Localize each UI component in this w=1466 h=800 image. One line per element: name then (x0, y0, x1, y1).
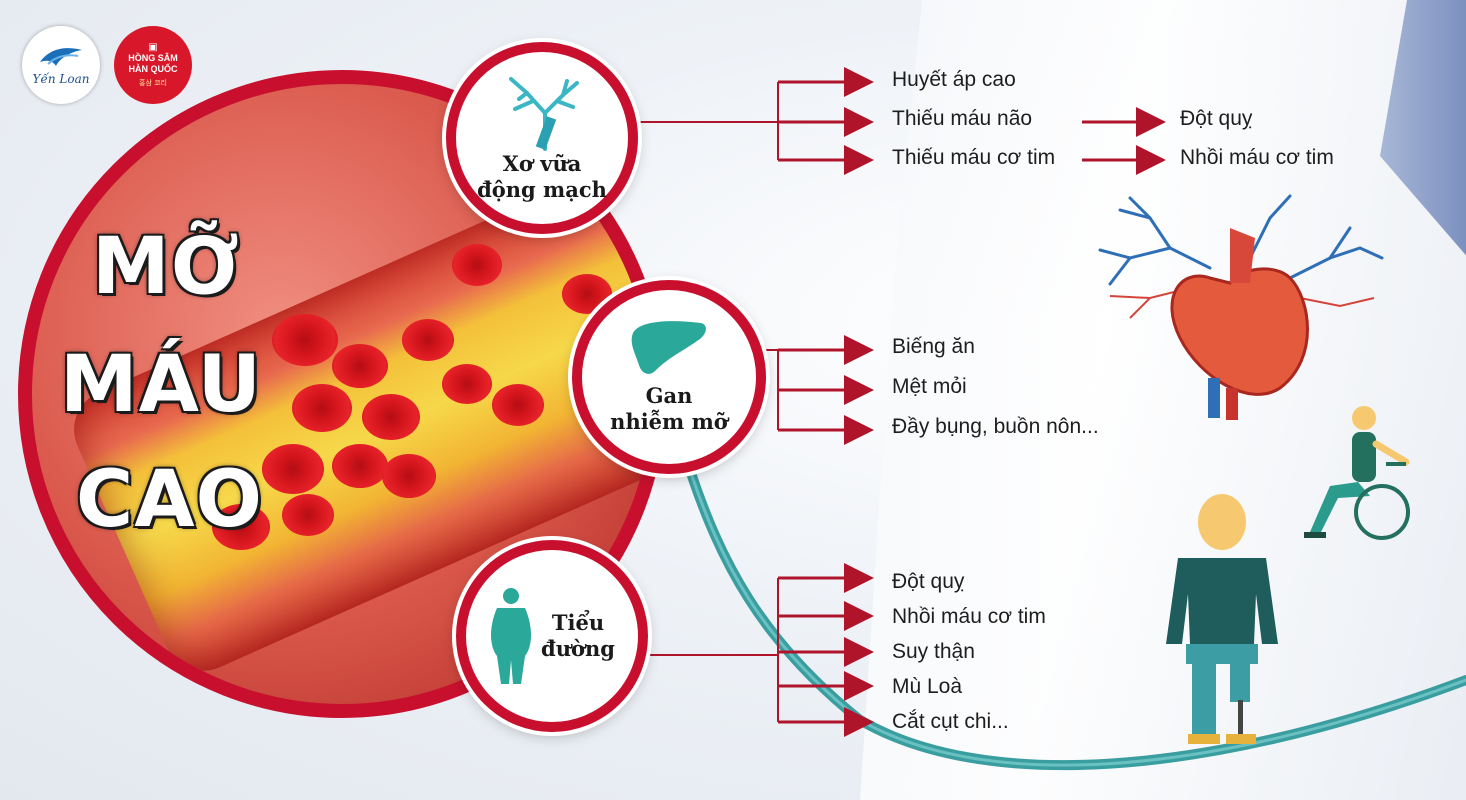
effect-heart-attack-result: Nhồi máu cơ tim (1180, 146, 1334, 169)
effect-stroke: Đột quỵ (892, 570, 965, 593)
effect-fatigue: Mệt mỏi (892, 375, 967, 398)
node-fatty-liver-label-1: Gan (645, 382, 693, 408)
wheelchair-person-icon (1304, 406, 1410, 540)
node-fatty-liver-label-2: nhiễm mỡ (610, 409, 728, 434)
red-blood-cell (272, 314, 338, 366)
hong-sam-logo: ▣ HỒNG SÂM HÀN QUỐC 홍삼 코리 (114, 26, 192, 104)
obese-person-icon (491, 588, 532, 684)
korea-flag-icon: ▣ (148, 42, 158, 54)
liver-icon (631, 320, 706, 374)
title-line-3: CAO (76, 455, 263, 545)
red-blood-cell (362, 394, 420, 440)
amputee-person-icon (1166, 494, 1278, 744)
red-blood-cell (282, 494, 334, 536)
red-blood-cell (332, 444, 388, 488)
red-blood-cell (442, 364, 492, 404)
node-diabetes-label-1: Tiểu (551, 609, 605, 635)
effect-myocardial-ischemia: Thiếu máu cơ tim (892, 146, 1056, 169)
ginseng-label-2: HÀN QUỐC (128, 64, 178, 74)
ginseng-label-1: HỒNG SÂM (128, 53, 178, 64)
red-blood-cell (212, 504, 270, 550)
effect-heart-attack: Nhồi máu cơ tim (892, 605, 1046, 628)
bird-icon (40, 48, 82, 66)
effect-loss-of-appetite: Biếng ăn (892, 335, 975, 358)
effect-high-blood-pressure: Huyết áp cao (892, 68, 1016, 91)
effect-brain-ischemia: Thiếu máu não (892, 107, 1033, 130)
node-fatty-liver: Gan nhiễm mỡ (572, 280, 766, 474)
artery-icon (509, 76, 579, 151)
effect-bloating-nausea: Đầy bụng, buồn nôn... (892, 415, 1099, 438)
red-blood-cell (452, 244, 502, 286)
node-diabetes: Tiểu đường (456, 540, 648, 732)
ginseng-korean: 홍삼 코리 (139, 78, 167, 87)
title-line-1: MỠ (92, 222, 240, 312)
title-line-2: MÁU (60, 340, 262, 430)
node-atherosclerosis-label-1: Xơ vữa (502, 150, 582, 176)
red-blood-cell (492, 384, 544, 426)
red-blood-cell (382, 454, 436, 498)
brand-name: Yến Loan (32, 72, 90, 86)
red-blood-cell (262, 444, 324, 494)
red-blood-cell (292, 384, 352, 432)
effect-amputation: Cắt cụt chi... (892, 710, 1009, 733)
yen-loan-logo: Yến Loan (22, 26, 100, 104)
heart-icon (1098, 194, 1384, 420)
node-atherosclerosis-label-2: động mạch (477, 177, 607, 202)
red-blood-cell (402, 319, 454, 361)
effect-stroke-result: Đột quỵ (1180, 107, 1253, 130)
effect-blindness: Mù Loà (892, 675, 963, 698)
node-diabetes-label-2: đường (541, 636, 615, 661)
red-blood-cell (332, 344, 388, 388)
node-atherosclerosis: Xơ vữa động mạch (446, 42, 638, 234)
effect-kidney-failure: Suy thận (892, 640, 975, 663)
